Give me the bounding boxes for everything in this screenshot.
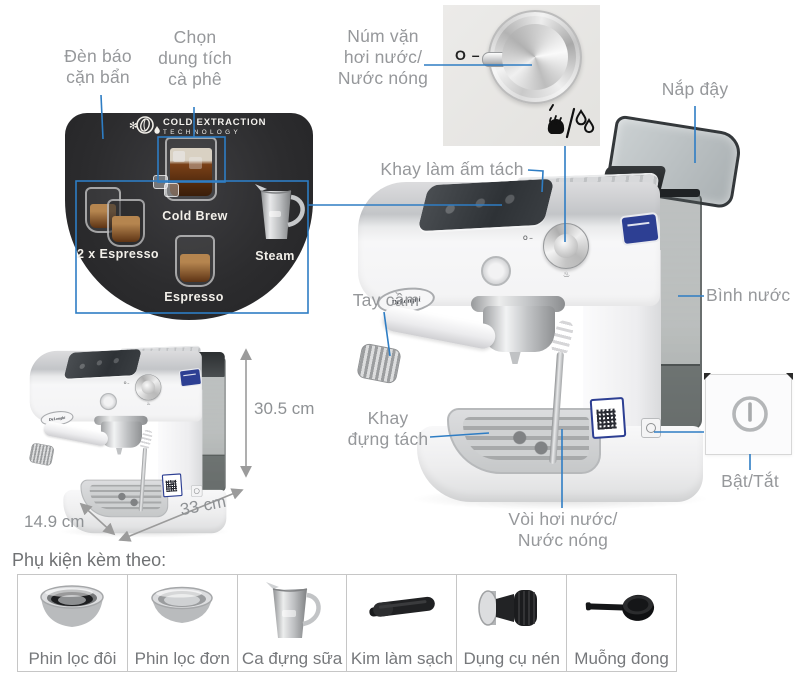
- water-tank: [197, 357, 226, 493]
- cold-extraction-panel: ✻ COLD EXTRACTION TECHNOLOGY: [65, 113, 313, 320]
- accessory-label: Dụng cụ nén: [463, 649, 560, 668]
- group-head: [100, 421, 142, 448]
- machine-steam-knob: [135, 374, 162, 401]
- power-icon: [732, 396, 768, 432]
- dimension-depth: 14.9 cm: [24, 512, 85, 531]
- drip-tray-grid: [463, 417, 589, 460]
- power-button-inset: [704, 373, 793, 455]
- accessories-table: Phin lọc đôi Phin lọc đơn: [17, 574, 677, 672]
- steam-knob-image: [482, 10, 582, 104]
- double-filter-icon: [40, 585, 105, 627]
- accessory-label: Ca đựng sữa: [241, 649, 343, 668]
- logo-line2: TECHNOLOGY: [163, 129, 242, 136]
- espresso-image: [175, 235, 215, 287]
- portafilter-cap: [356, 342, 402, 385]
- accessory-label: Phin lọc đôi: [28, 649, 117, 668]
- panel-item-espresso: Espresso: [164, 290, 224, 304]
- model-badge: [178, 367, 203, 388]
- label-steam-knob: Núm vặn hơi nước/ Nước nóng: [337, 26, 429, 88]
- machine-knob-off-mark: O –: [523, 236, 533, 242]
- label-steam-wand: Vòi hơi nước/ Nước nóng: [508, 509, 618, 550]
- steam-knob-inset: O –: [443, 5, 600, 146]
- label-handle: Tay cầm: [352, 290, 420, 310]
- cleaning-pin-icon: [369, 596, 435, 617]
- panel-item-2x-espresso: 2 x Espresso: [77, 247, 159, 261]
- water-level: [199, 454, 225, 493]
- milk-jug-icon: [266, 582, 321, 638]
- label-scale-indicator: Đèn báo cặn bẩn: [64, 46, 132, 87]
- steam-pitcher-image: [255, 184, 305, 239]
- knob-off-mark: O –: [455, 47, 481, 63]
- tamper-icon: [477, 590, 537, 626]
- water-level: [656, 364, 700, 430]
- brand-name: DeLonghi: [48, 415, 66, 422]
- double-espresso-image: [107, 199, 145, 247]
- model-badge: [619, 211, 661, 247]
- single-filter-icon: [151, 586, 213, 623]
- machine-knob-icons: ♨: [563, 270, 571, 279]
- cold-extraction-logo-text: COLD EXTRACTION TECHNOLOGY: [163, 117, 266, 136]
- photo-corner: [704, 373, 711, 380]
- accessory-single-filter: Phin lọc đơn: [128, 575, 238, 671]
- water-tank: [653, 194, 702, 430]
- accessory-milk-jug: Ca đựng sữa: [238, 575, 348, 671]
- accessories-heading: Phụ kiện kèm theo:: [12, 550, 167, 570]
- scoop-icon: [585, 594, 654, 621]
- ice-cube: [164, 183, 179, 197]
- accessory-label: Phin lọc đơn: [134, 649, 230, 668]
- accessory-double-filter: Phin lọc đôi: [18, 575, 128, 671]
- accessory-cleaning-pin: Kim làm sạch: [347, 575, 458, 671]
- gauge-emblem: [99, 393, 117, 411]
- steam-water-icon: [547, 104, 595, 139]
- coffee-spout: [116, 447, 123, 455]
- label-volume-select: Chọn dung tích cà phê: [158, 27, 232, 89]
- machine-knob-off-mark: O –: [123, 381, 130, 386]
- photo-corner: [786, 373, 793, 380]
- portafilter-cap: [28, 442, 55, 467]
- control-panel-display: [63, 348, 142, 379]
- accessory-label: Muỗng đong: [574, 649, 669, 668]
- knob-lever: [482, 52, 540, 67]
- machine-power-button: [641, 418, 661, 438]
- accessory-tamper: Dụng cụ nén: [457, 575, 568, 671]
- label-lid: Nắp đậy: [661, 79, 729, 99]
- label-water-tank: Bình nước: [706, 285, 791, 305]
- group-head-flange: [94, 415, 148, 425]
- drip-tray-grid: [89, 484, 162, 510]
- tank-rim: [651, 189, 700, 197]
- group-head: [483, 306, 555, 352]
- drip-tray: [447, 408, 601, 474]
- label-cup-tray: Khay đựng tách: [347, 408, 429, 449]
- panel-item-steam: Steam: [255, 249, 295, 263]
- svg-text:✻: ✻: [129, 121, 137, 132]
- qr-label: [589, 396, 627, 440]
- coffee-spout: [509, 352, 521, 364]
- control-panel-display: [417, 178, 555, 232]
- machine-power-button: [191, 485, 203, 497]
- panel-item-cold-brew: Cold Brew: [162, 209, 228, 223]
- espresso-machine: O – ♨ DeLonghi: [355, 114, 744, 510]
- label-power: Bật/Tắt: [721, 471, 779, 491]
- cold-extraction-logo-icon: ✻: [129, 116, 160, 134]
- gauge-emblem: [481, 256, 511, 286]
- machine-steam-knob: [543, 223, 589, 269]
- logo-line1: COLD EXTRACTION: [163, 117, 267, 128]
- drip-tray: [80, 479, 169, 518]
- machine-knob-icons: ♨: [146, 401, 151, 407]
- accessory-label: Kim làm sạch: [350, 649, 453, 668]
- accessory-scoop: Muỗng đong: [567, 575, 676, 671]
- label-cup-warmer: Khay làm ấm tách: [380, 159, 524, 179]
- qr-label: [161, 473, 183, 498]
- dimension-height: 30.5 cm: [254, 399, 315, 418]
